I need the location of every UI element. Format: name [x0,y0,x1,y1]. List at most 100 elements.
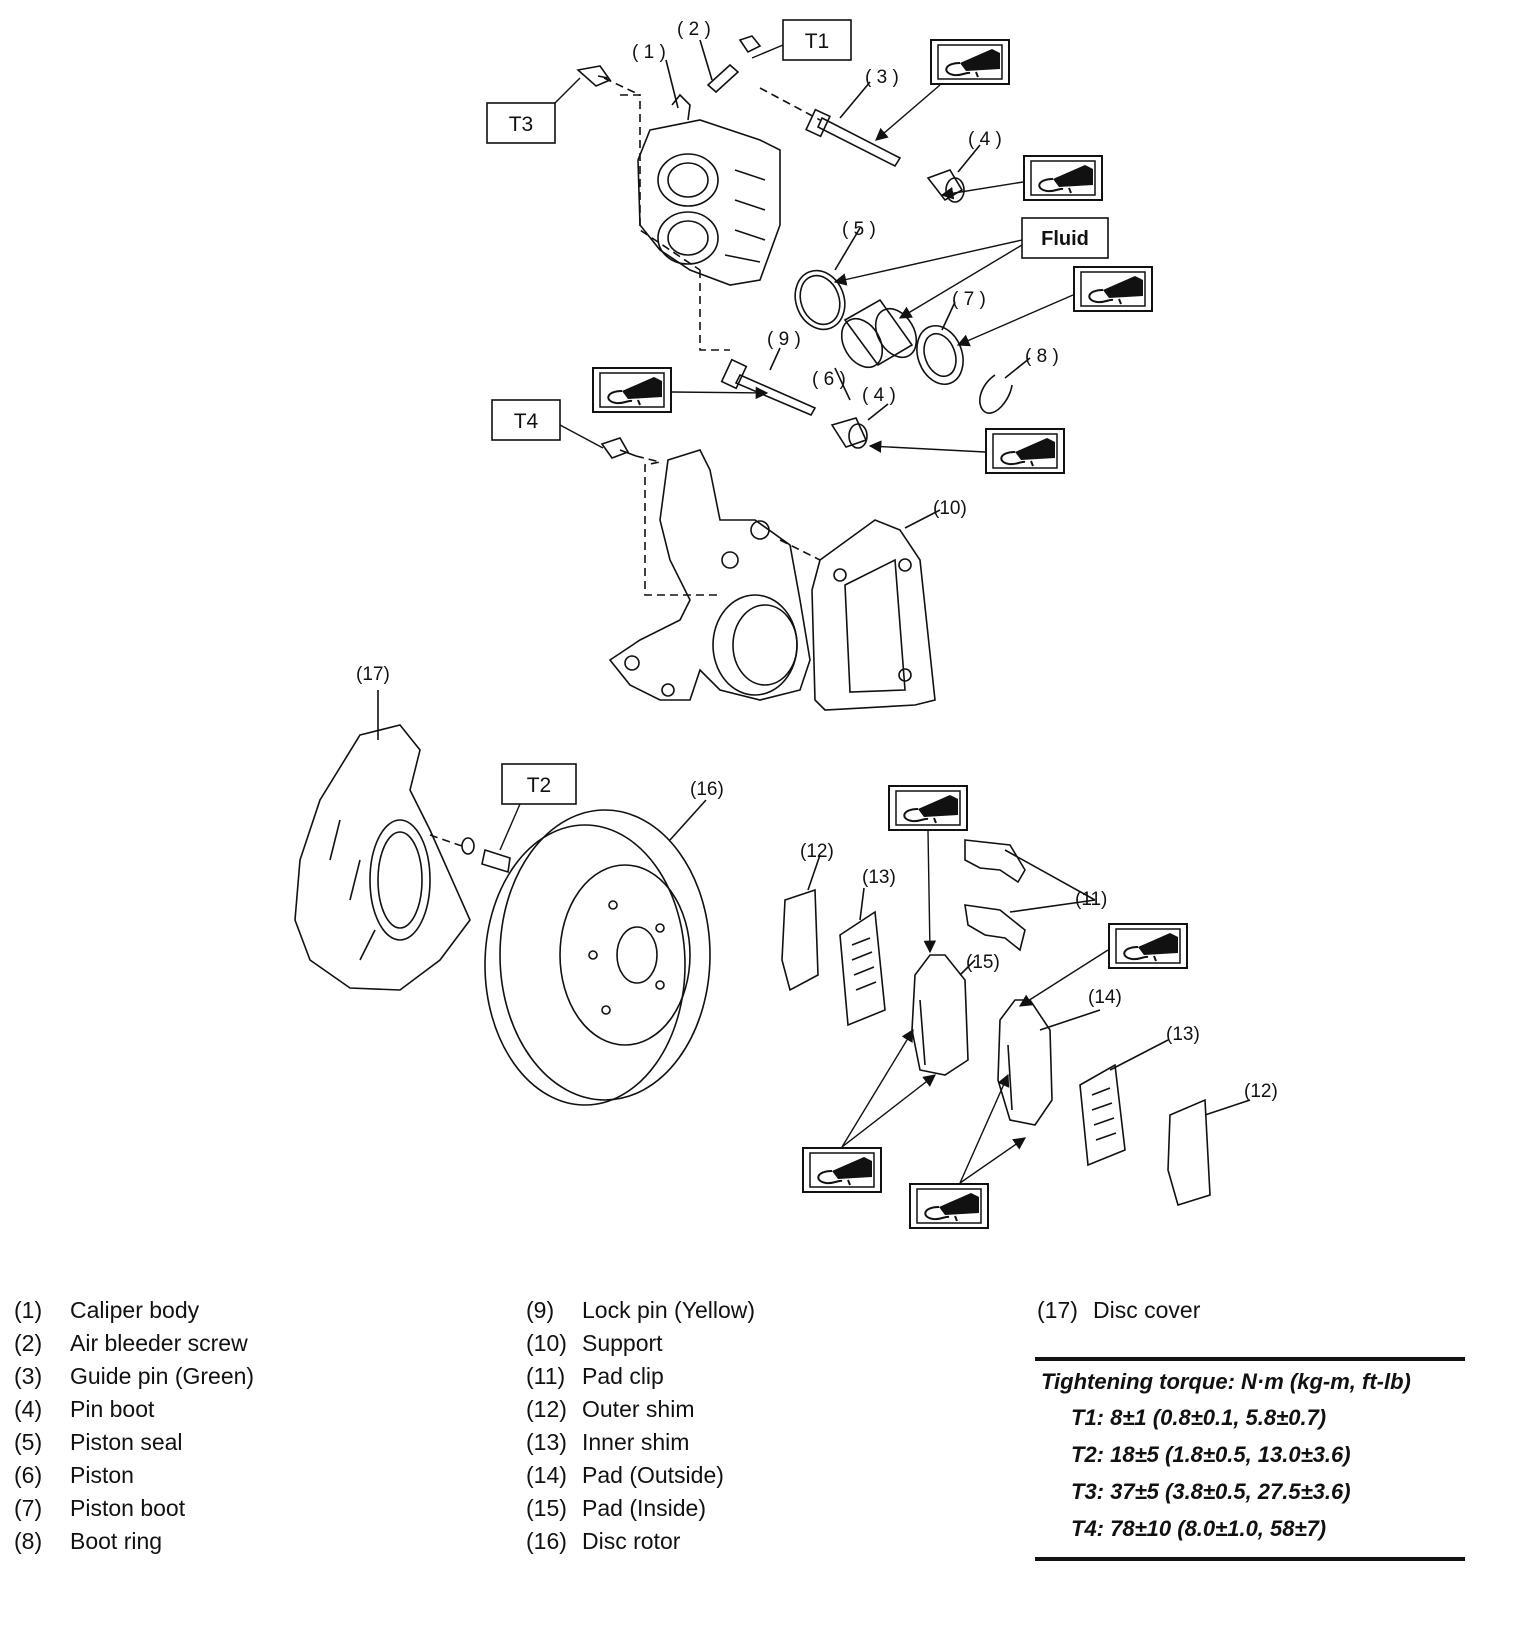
piston [840,298,918,369]
piston-seal [794,269,846,331]
legend-item-label: Pin boot [70,1396,155,1422]
bolt-t4 [600,437,637,459]
outer-shim [781,888,819,992]
legend-item: (1)Caliper body [14,1294,254,1327]
legend-item: (16)Disc rotor [526,1525,755,1558]
inner-shim [1079,1063,1126,1167]
pad-clip [964,839,1026,952]
grease-icon [909,1183,989,1229]
torque-row-t1: T1: 8±1 (0.8±0.1, 5.8±0.7) [1071,1405,1327,1430]
exploded-brake-diagram: T1 T3 T4 T2 Fluid ( 1 ) ( 2 ) ( [294,19,1278,1229]
leader-line [603,77,641,96]
legend-item: (5) Piston seal [14,1426,254,1459]
legend-item-number: (2) [14,1330,43,1356]
grease-icon [592,367,672,413]
legend-item-number: (12) [526,1396,567,1422]
legend-item-number: (6) [14,1462,43,1488]
leader-line [620,94,730,351]
disc-cover [294,724,471,991]
fluid-label: Fluid [1041,228,1089,250]
caliper-body [637,93,781,286]
torque-label-t4: T4 [514,410,539,433]
callout-14: (14) [1088,987,1122,1008]
legend-item: (4)Pin boot [14,1393,254,1426]
legend-item-number: (15) [526,1495,567,1521]
legend-item: (11) Pad clip [526,1360,755,1393]
callout-12: (12) [800,841,834,862]
callout-7: ( 7 ) [952,289,986,310]
callout-15: (15) [966,952,1000,973]
grease-icon [1023,155,1103,201]
grease-icon [930,39,1010,85]
legend-item: (6) Piston [14,1459,254,1492]
bolt-t2 [429,834,511,874]
torque-label-t2: T2 [527,774,552,797]
callout-16: (16) [690,779,724,800]
legend-item-number: (8) [14,1528,43,1554]
legend-item-label: Boot ring [70,1528,163,1554]
callout-4: ( 4 ) [968,129,1002,150]
legend-item-label: Disc rotor [582,1528,681,1554]
callout-1: ( 1 ) [632,42,666,63]
legend-item-number: (11) [526,1363,566,1389]
legend-item-label: Caliper body [70,1297,200,1323]
legend-item: (7) Piston boot [14,1492,254,1525]
pin-boot [830,169,965,449]
torque-box-t3: T3 [486,102,556,144]
callout-11: (11) [1075,889,1107,910]
grease-icon [888,785,968,831]
callout-3: ( 3 ) [865,67,899,88]
legend-item: (15) Pad (Inside) [526,1492,755,1525]
torque-box-t1: T1 [782,19,852,61]
legend-item: (3)Guide pin (Green) [14,1360,254,1393]
caliper-support [811,519,936,711]
legend-item-label: Piston seal [70,1429,183,1455]
legend-item-number: (17) [1037,1297,1078,1323]
legend-item-number: (9) [526,1297,555,1323]
grease-icon [985,428,1065,474]
legend-item: (9) Lock pin (Yellow) [526,1294,755,1327]
callout-labels: ( 1 ) ( 2 ) ( 3 ) ( 4 ) ( 5 ) ( 7 ) ( 8 … [356,19,1278,1102]
top-rule [1035,1357,1465,1361]
legend-item-label: Piston [70,1462,134,1488]
grease-icon [802,1147,882,1193]
legend-item-label: Pad (Outside) [582,1462,724,1488]
boot-ring [979,374,1013,414]
callout-13: (13) [1166,1024,1200,1045]
legend-item-number: (5) [14,1429,43,1455]
legend-item-number: (7) [14,1495,43,1521]
parts-legend-column-1: (1)Caliper body(2)Air bleeder screw(3)Gu… [14,1294,254,1558]
guide-pin [759,87,902,168]
legend-item: (12)Outer shim [526,1393,755,1426]
torque-table-title: Tightening torque: N·m (kg-m, ft-lb) [1041,1369,1411,1394]
steering-knuckle [608,449,811,701]
callout-9: ( 9 ) [767,329,801,350]
torque-box-t4: T4 [491,399,561,441]
legend-item-number: (14) [526,1462,567,1488]
torque-label-t1: T1 [805,30,830,53]
legend-item: (10)Support [526,1327,755,1360]
parts-legend-column-3: (17) Disc cover [1037,1294,1200,1327]
outer-shim [1167,1098,1211,1207]
legend-item-label: Pad clip [582,1363,664,1389]
bottom-rule [1035,1557,1465,1561]
tightening-torque-table: Tightening torque: N·m (kg-m, ft-lb) T1:… [1035,1357,1465,1561]
legend-item: (2)Air bleeder screw [14,1327,254,1360]
torque-row-t4: T4: 78±10 (8.0±1.0, 58±7) [1071,1516,1327,1541]
torque-row-t3: T3: 37±5 (3.8±0.5, 27.5±3.6) [1071,1479,1351,1504]
legend-item: (13)Inner shim [526,1426,755,1459]
legend-item-label: Disc cover [1093,1297,1201,1323]
legend-item-label: Lock pin (Yellow) [582,1297,756,1323]
torque-box-t2: T2 [501,763,577,805]
legend-item: (8) Boot ring [14,1525,254,1558]
piston-boot [916,325,964,385]
lock-pin [720,358,817,417]
legend-item-label: Guide pin (Green) [70,1363,255,1389]
pad-inside [911,954,969,1076]
leader-line [635,455,720,596]
legend-item-label: Pad (Inside) [582,1495,707,1521]
leader-line [779,539,821,561]
fluid-label-box: Fluid [1021,217,1109,259]
callout-5: ( 5 ) [842,219,876,240]
legend-item-label: Piston boot [70,1495,186,1521]
